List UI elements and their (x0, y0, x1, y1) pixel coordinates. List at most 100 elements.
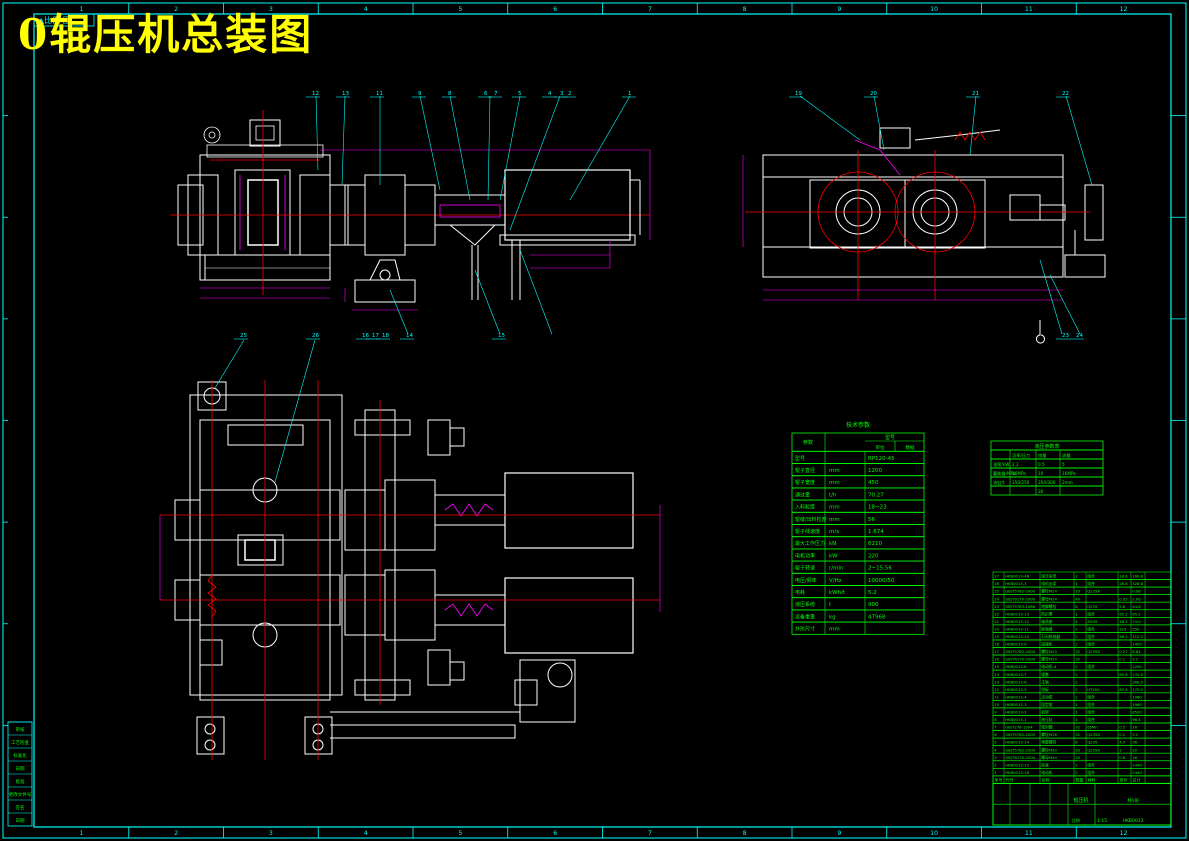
parts-cell: 16 (994, 657, 999, 662)
parts-cell: 8520 (1132, 710, 1142, 715)
parts-cell: 组合 (1087, 717, 1095, 722)
ruler-bottom-label: 6 (553, 830, 557, 837)
parts-cell: 4.5 (1119, 740, 1126, 745)
parts-cell: 25 (994, 589, 999, 594)
parts-cell: GB/T5782-2000 (1005, 747, 1035, 752)
parts-cell: 电动机-4 (1041, 664, 1057, 669)
small-table-cell: 功率/压力 (1012, 452, 1030, 459)
parts-cell: 组合 (1087, 702, 1095, 707)
parts-cell: 组合 (1087, 611, 1095, 616)
tech-row-value: 56 (868, 517, 875, 523)
parts-cell: Q235A (1087, 732, 1100, 737)
tech-row-name: 设备重量 (795, 613, 815, 620)
ruler-bottom-label: 9 (837, 830, 841, 837)
tech-row-unit: kWh/t (829, 590, 846, 596)
parts-cell: 125 (1119, 626, 1127, 631)
callout-number: 14 (406, 333, 413, 339)
parts-cell: GB/T276-1994 (1005, 725, 1033, 730)
parts-cell: GB/T5782-2000 (1005, 649, 1035, 654)
tech-row-name: 辊子直径 (795, 467, 815, 474)
parts-cell: 96.4 (1132, 717, 1141, 722)
parts-cell: 4 (994, 747, 997, 752)
tech-row-name: 型号 (795, 455, 805, 462)
callout-number: 6 (484, 91, 488, 97)
small-table-cell: 排量 (1038, 452, 1046, 459)
title-block-scale: 1:15 (1097, 818, 1107, 824)
parts-cell: 5.6 (1119, 604, 1126, 609)
tech-table-header-top: 型号 (885, 434, 895, 441)
parts-cell: 1 (1075, 611, 1078, 616)
callout-number: 24 (1076, 333, 1083, 339)
callout-number: 4 (548, 91, 552, 97)
tech-table-sub: 单位 (876, 444, 885, 451)
small-table-cell: 10 (1038, 471, 1044, 476)
parts-cell: HKB0013-3 (1005, 702, 1027, 707)
parts-cell: HKB0013-3 (1005, 581, 1027, 586)
tech-row-unit: mm (829, 627, 840, 633)
ruler-top-label: 4 (364, 6, 368, 13)
parts-cell: HKB0013-10 (1005, 634, 1029, 639)
parts-cell: 8 (994, 717, 997, 722)
parts-cell: HKB0013-12 (1005, 619, 1029, 624)
parts-cell: 轴承座 (1041, 619, 1053, 624)
ruler-bottom-label: 8 (743, 830, 747, 837)
callout-number: 25 (240, 333, 247, 339)
parts-header: 名称 (1042, 776, 1050, 782)
parts-cell: 44.8 (1132, 604, 1141, 609)
tech-row-name: 辊缝/出料粒度 (795, 516, 827, 523)
tech-row-value: 1200 (868, 468, 882, 474)
callout-number: 19 (795, 91, 802, 97)
tech-row-value: 5.2 (868, 590, 877, 596)
parts-cell: 20 (1132, 747, 1137, 752)
ruler-top-label: 5 (458, 6, 462, 13)
parts-header: 材料 (1088, 776, 1096, 782)
parts-cell: 20 (994, 626, 999, 631)
tech-row-name: 电耗 (795, 589, 805, 596)
parts-cell: 8 (1075, 604, 1078, 609)
parts-cell: HKB0013-1 (1005, 717, 1027, 722)
parts-cell: 电机支架 (1041, 581, 1056, 586)
left-strip-label: 审核 (16, 726, 25, 733)
parts-cell: GB/T5782-2000 (1005, 589, 1035, 594)
parts-cell: 0.1 (1119, 732, 1126, 737)
parts-cell: HKB0013-4B (1005, 574, 1029, 579)
parts-cell: 2 (1075, 664, 1078, 669)
parts-cell: 1 (1075, 694, 1078, 699)
parts-cell: 1960 (1132, 694, 1142, 699)
parts-cell: 1960 (1132, 702, 1142, 707)
parts-cell: HKB0013-5 (1005, 687, 1027, 692)
parts-cell: 液压系统 (1041, 574, 1056, 579)
parts-cell: 26 (994, 581, 999, 586)
parts-cell: 5 (994, 740, 997, 745)
callout-number: 7 (494, 91, 498, 97)
parts-cell: 0.05 (1119, 596, 1128, 601)
callout-number: 17 (372, 333, 379, 339)
tech-row-name: 通过量 (795, 491, 810, 498)
tech-row-name: 辊子线速度 (795, 528, 820, 535)
parts-cell: 17 (994, 649, 999, 654)
small-table-cell: 350/300 (1038, 480, 1056, 485)
tech-row-unit: t (829, 602, 832, 608)
parts-cell: HKB0013-8 (1005, 664, 1027, 669)
tech-row-unit: mm (829, 517, 840, 523)
parts-header: 代号 (1006, 776, 1014, 782)
parts-cell: 组合 (1087, 762, 1095, 767)
parts-header: 数量 (1076, 776, 1084, 782)
parts-cell: 液压缸 (1041, 717, 1053, 722)
tech-row-name: 液压系统 (795, 601, 815, 608)
parts-cell: 0.27 (1119, 649, 1128, 654)
ruler-bottom-label: 11 (1025, 830, 1033, 837)
tech-row-value: 47968 (868, 614, 886, 620)
parts-cell: 1 (1075, 710, 1078, 715)
parts-cell: Q235A (1087, 747, 1100, 752)
tech-row-unit: mm (829, 468, 840, 474)
callout-number: 1 (628, 91, 632, 97)
parts-cell: 6 (994, 732, 997, 737)
parts-cell: 密封圈 (1041, 725, 1053, 730)
parts-cell: 65.2 (1132, 611, 1141, 616)
tech-row-name: 外形尺寸 (795, 626, 815, 633)
parts-cell: HKB0013-16 (1005, 770, 1029, 775)
